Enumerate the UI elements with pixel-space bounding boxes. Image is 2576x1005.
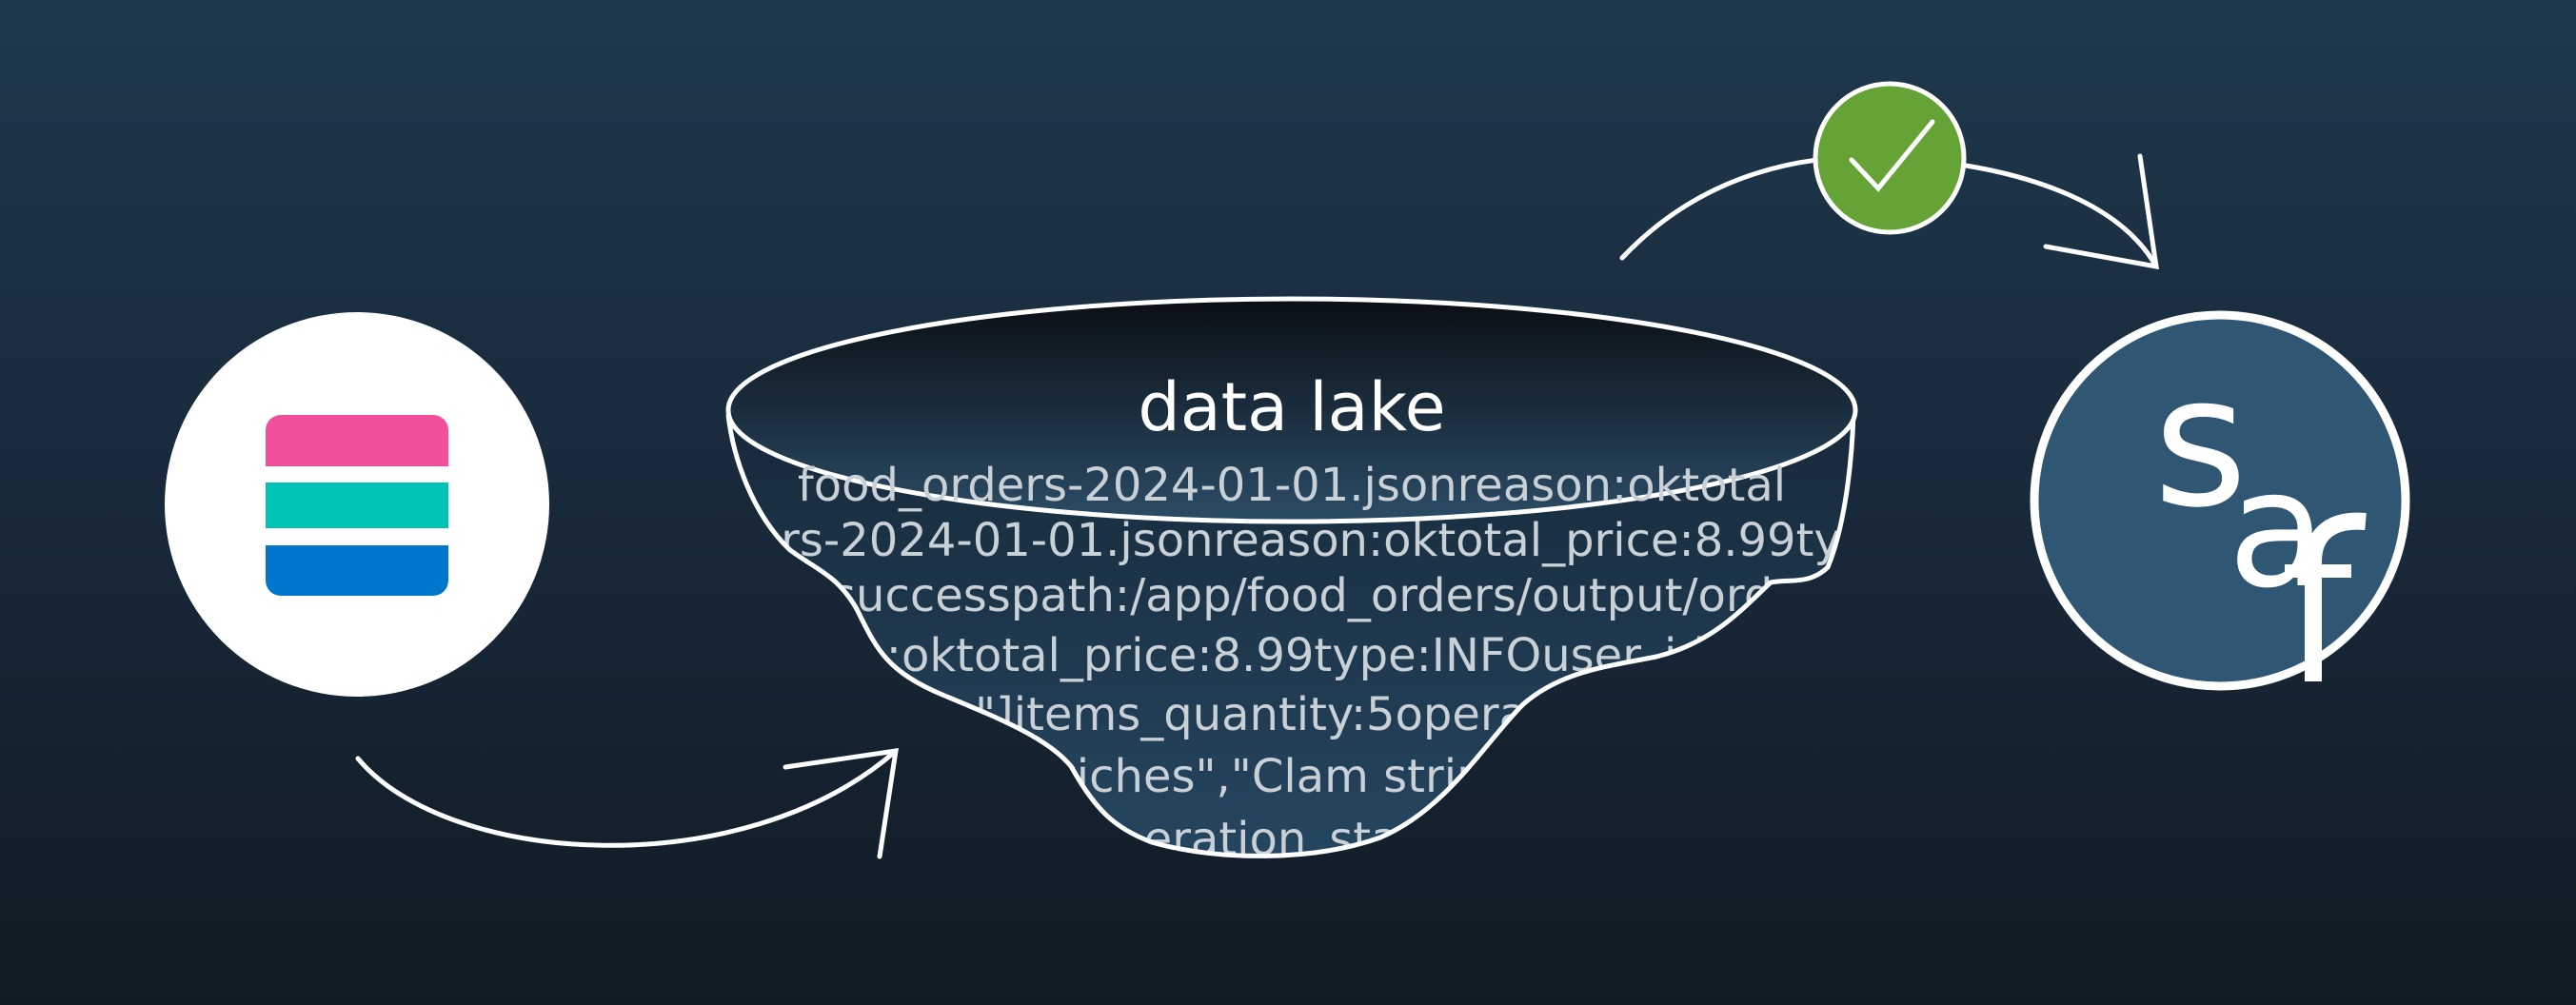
stream-line: on:oktotal_price:8.99type:INFOuser_id:17 <box>829 629 1779 682</box>
stream-line: food_orders-2024-01-01.jsonreason:oktota… <box>798 459 1786 512</box>
arrow-to-lake <box>355 748 899 859</box>
svg-text:s: s <box>2153 337 2248 547</box>
logo-bar-teal <box>266 483 448 528</box>
data-stream-text: /orders-2024-01-01.jsonreason:oktotal_pr… <box>728 514 1853 856</box>
destination-logo: s a <box>2030 310 2410 691</box>
data-lake: /orders-2024-01-01.jsonreason:oktotal_pr… <box>725 296 1858 858</box>
stream-line: "]items_quantity:5operation <box>975 688 1615 741</box>
success-check <box>1813 81 1967 235</box>
logo-bar-pink <box>266 415 448 466</box>
logo-bar-blue <box>266 545 448 596</box>
lake-surface <box>725 296 1858 524</box>
checkmark-icon <box>1849 119 1935 192</box>
lake-title: data lake <box>1138 368 1445 446</box>
stream-line: us:successpath:/app/food_orders/output/o… <box>763 569 1819 622</box>
source-logo <box>165 312 549 697</box>
